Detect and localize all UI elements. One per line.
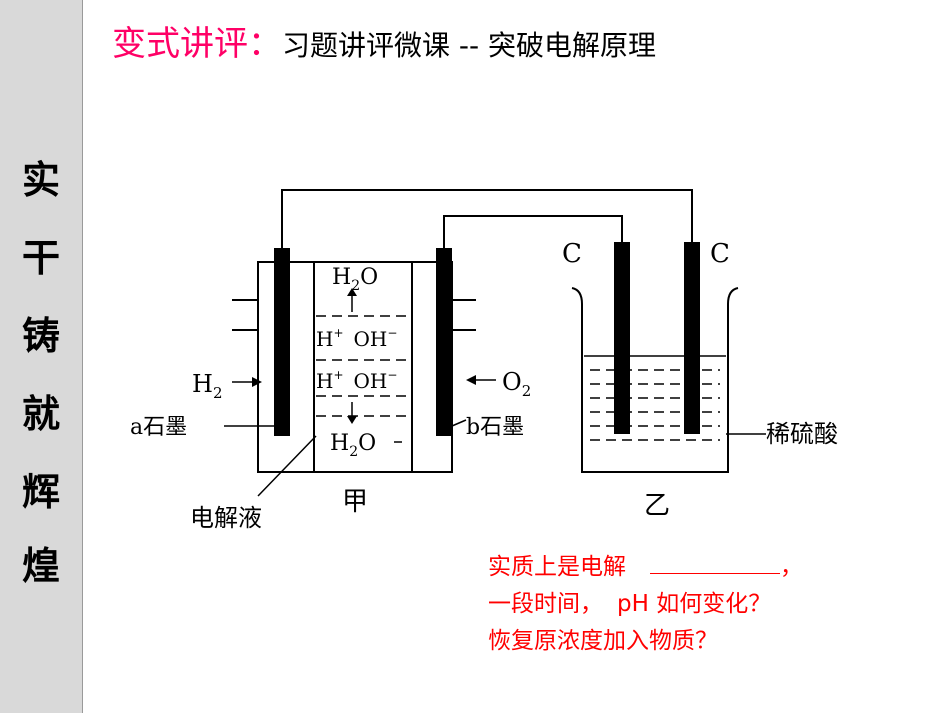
ion-row-1: H+OH− [316, 326, 397, 351]
label-c-left: C [562, 239, 582, 269]
page-title: 变式讲评：习题讲评微课 -- 突破电解原理 [112, 16, 656, 65]
sidebar-char-5: 辉 [21, 469, 60, 514]
b-leader [451, 419, 467, 427]
label-c-right: C [710, 239, 730, 269]
electrode-c-left [614, 242, 630, 434]
circuit-wires [281, 189, 693, 248]
electrolysis-diagram: H2O H+OH− H+OH− H2O H2 O2 a石墨 b石墨 电解液 甲 … [130, 189, 838, 532]
title-rest: 习题讲评微课 -- 突破电解原理 [282, 29, 657, 62]
question-text-2b: pH 如何变化？ [617, 591, 772, 617]
question-text-2a: 一段时间， [488, 591, 603, 617]
acid-dashes [590, 369, 720, 441]
o2-arrow-head [466, 375, 476, 385]
arrow-up-head [347, 288, 357, 296]
sidebar-char-2: 干 [21, 235, 60, 280]
sidebar-panel: 实 干 铸 就 辉 煌 [0, 0, 83, 713]
label-cell-jia: 甲 [342, 487, 368, 517]
label-h2o-top: H2O [332, 265, 378, 294]
ion-row-2: H+OH− [316, 368, 397, 393]
label-acid: 稀硫酸 [766, 420, 838, 448]
electrolyte-leader [257, 435, 317, 497]
sidebar-char-4: 就 [21, 391, 60, 436]
label-h2: H2 [192, 370, 222, 402]
label-o2: O2 [502, 368, 531, 400]
h2-arrow-head [252, 377, 262, 387]
label-cell-yi: 乙 [644, 491, 670, 521]
label-h2o-bottom: H2O [330, 431, 376, 460]
sidebar-char-3: 铸 [21, 313, 60, 358]
electrode-a [274, 248, 290, 436]
answer-blank [650, 551, 780, 574]
beaker [571, 287, 739, 473]
sidebar-char-1: 实 [21, 157, 60, 202]
title-prefix: 变式讲评： [112, 24, 282, 64]
label-a-graphite: a石墨 [130, 415, 187, 440]
question-text-1: 实质上是电解 [488, 554, 626, 580]
label-electrolyte: 电解液 [190, 504, 262, 532]
question-line-3: 恢复原浓度加入物质？ [488, 628, 718, 654]
question-comma: ， [780, 554, 803, 580]
sidebar-char-6: 煌 [21, 543, 60, 588]
electrode-b [436, 248, 452, 436]
question-line-2: 一段时间， pH 如何变化？ [488, 589, 771, 619]
label-b-graphite: b石墨 [466, 415, 524, 440]
electrode-c-right [684, 242, 700, 434]
question-line-1: 实质上是电解 ， [488, 551, 803, 582]
arrow-down-head [347, 416, 357, 424]
